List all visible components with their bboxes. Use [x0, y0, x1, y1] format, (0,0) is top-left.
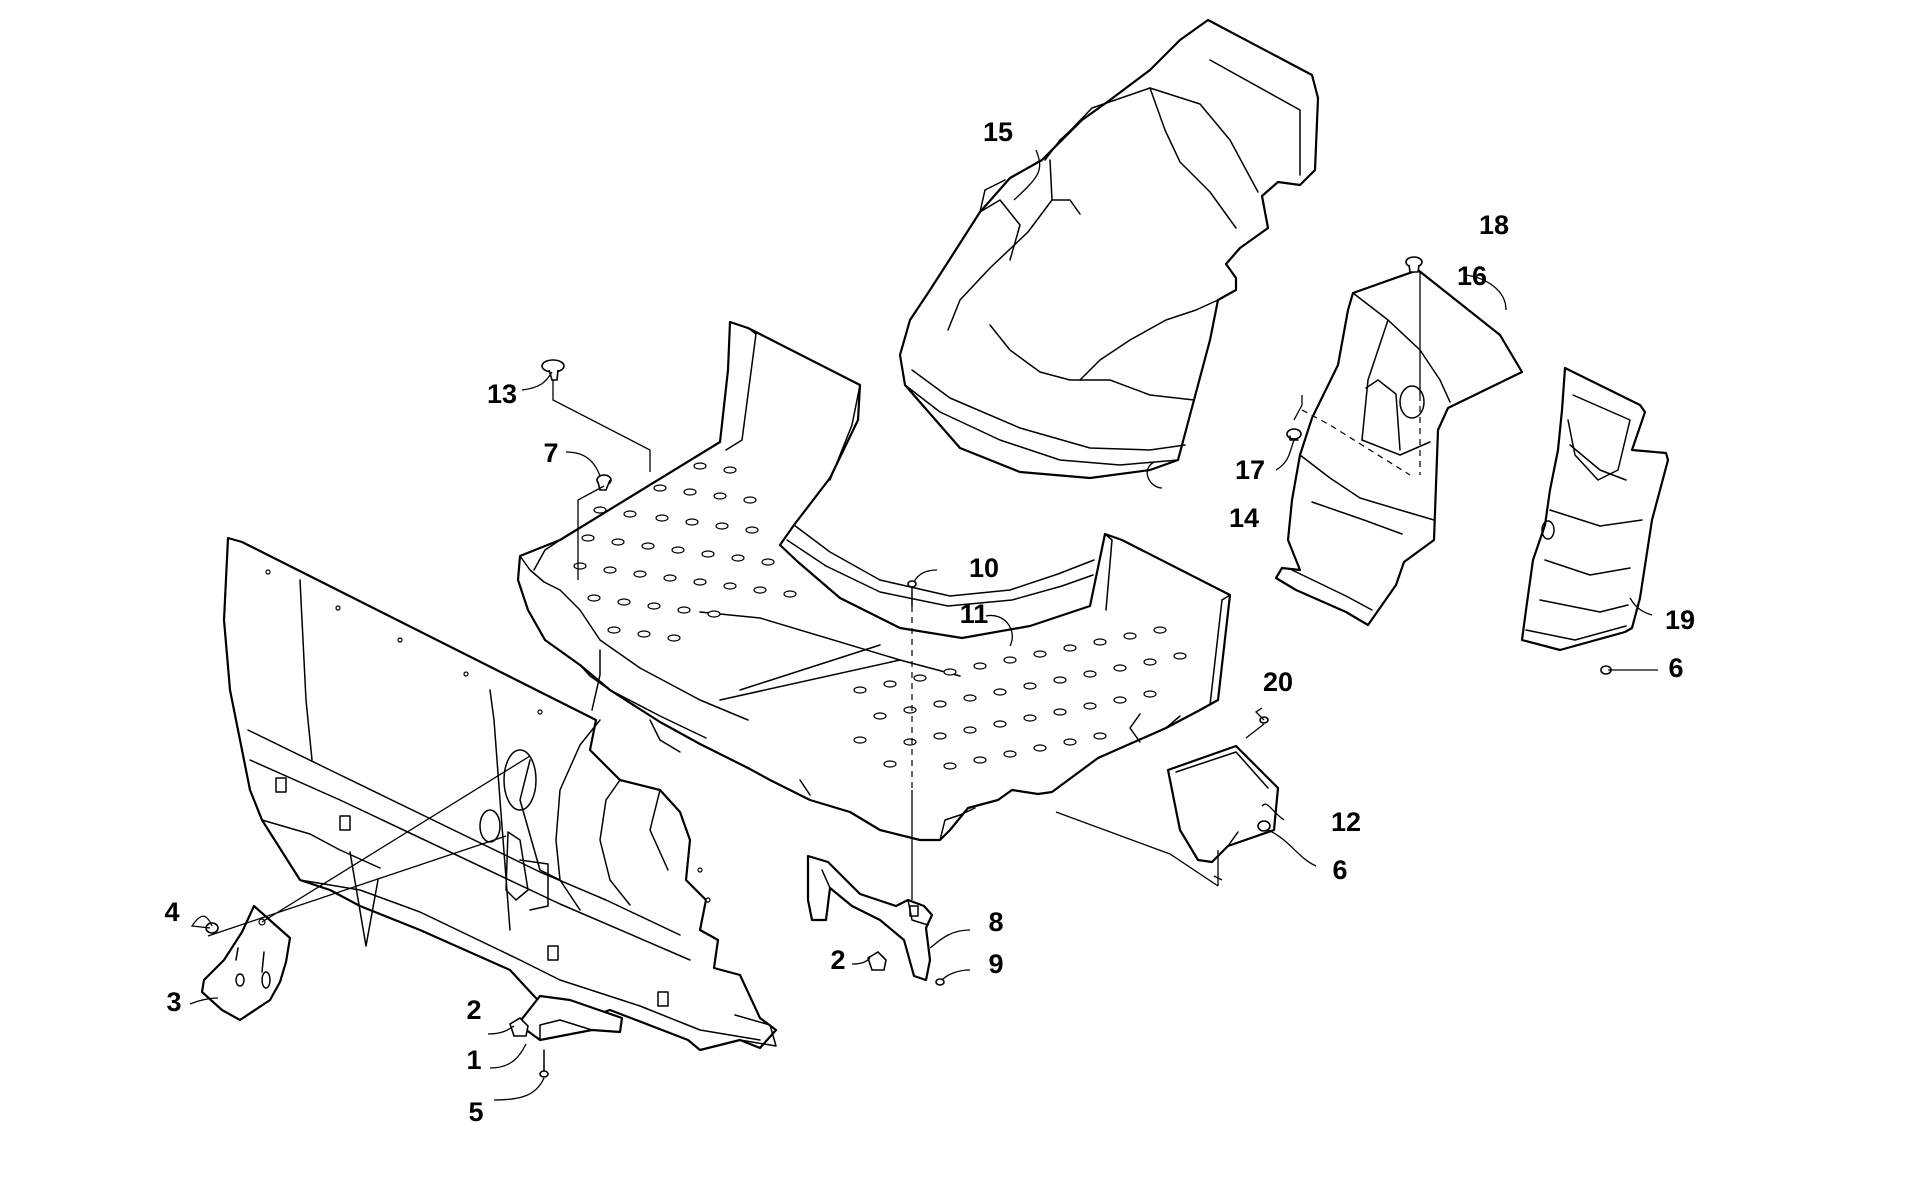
callout-6-lower: 6 — [1332, 855, 1347, 885]
plate-part-12 — [1166, 744, 1280, 864]
nut-part-6-lower — [1257, 820, 1271, 832]
callout-8: 8 — [988, 907, 1003, 937]
plate-part-3 — [200, 904, 292, 1022]
callout-4: 4 — [164, 897, 179, 927]
floor-holes-right — [853, 626, 1187, 770]
screw-part-9 — [935, 978, 945, 986]
callout-1: 1 — [466, 1045, 481, 1075]
side-panel-part-16 — [1274, 268, 1524, 627]
lower-bracket-part-1 — [516, 994, 624, 1042]
callout-2-middle: 2 — [830, 945, 845, 975]
callout-20: 20 — [1263, 667, 1293, 697]
bracket-part-8 — [806, 854, 934, 982]
callout-15: 15 — [983, 117, 1013, 147]
callout-7: 7 — [543, 438, 558, 468]
leader-lines — [189, 149, 1658, 1101]
callout-11: 11 — [960, 599, 989, 629]
callout-17: 17 — [1235, 455, 1265, 485]
callout-14: 14 — [1229, 503, 1259, 533]
callout-10: 10 — [969, 553, 999, 583]
panel-part-19 — [1520, 366, 1670, 652]
callout-16: 16 — [1457, 261, 1487, 291]
floor-pan-part-11 — [516, 320, 1232, 842]
callout-labels: 15 18 16 13 7 17 14 10 11 19 6 20 12 6 4… — [164, 117, 1695, 1127]
floor-holes-left — [573, 462, 797, 642]
grommet-part-17 — [1286, 428, 1302, 441]
clip-part-2-left — [509, 1016, 529, 1037]
callout-9: 9 — [988, 949, 1003, 979]
bolt-part-7 — [596, 474, 612, 491]
clip-part-2-middle — [867, 950, 887, 971]
callout-5: 5 — [468, 1097, 483, 1127]
screw-part-5 — [539, 1049, 549, 1078]
callout-12: 12 — [1331, 807, 1361, 837]
screw-part-10 — [907, 580, 917, 607]
callout-19: 19 — [1665, 605, 1695, 635]
callout-13: 13 — [487, 379, 517, 409]
hood-part-15 — [898, 18, 1320, 480]
callout-18: 18 — [1479, 210, 1509, 240]
front-panel-part-1 — [222, 536, 778, 1052]
callout-2-left: 2 — [466, 995, 481, 1025]
fastener-part-18 — [1405, 256, 1423, 273]
callout-3: 3 — [166, 987, 181, 1017]
rivet-part-13 — [541, 359, 565, 381]
callout-6-upper: 6 — [1668, 653, 1683, 683]
